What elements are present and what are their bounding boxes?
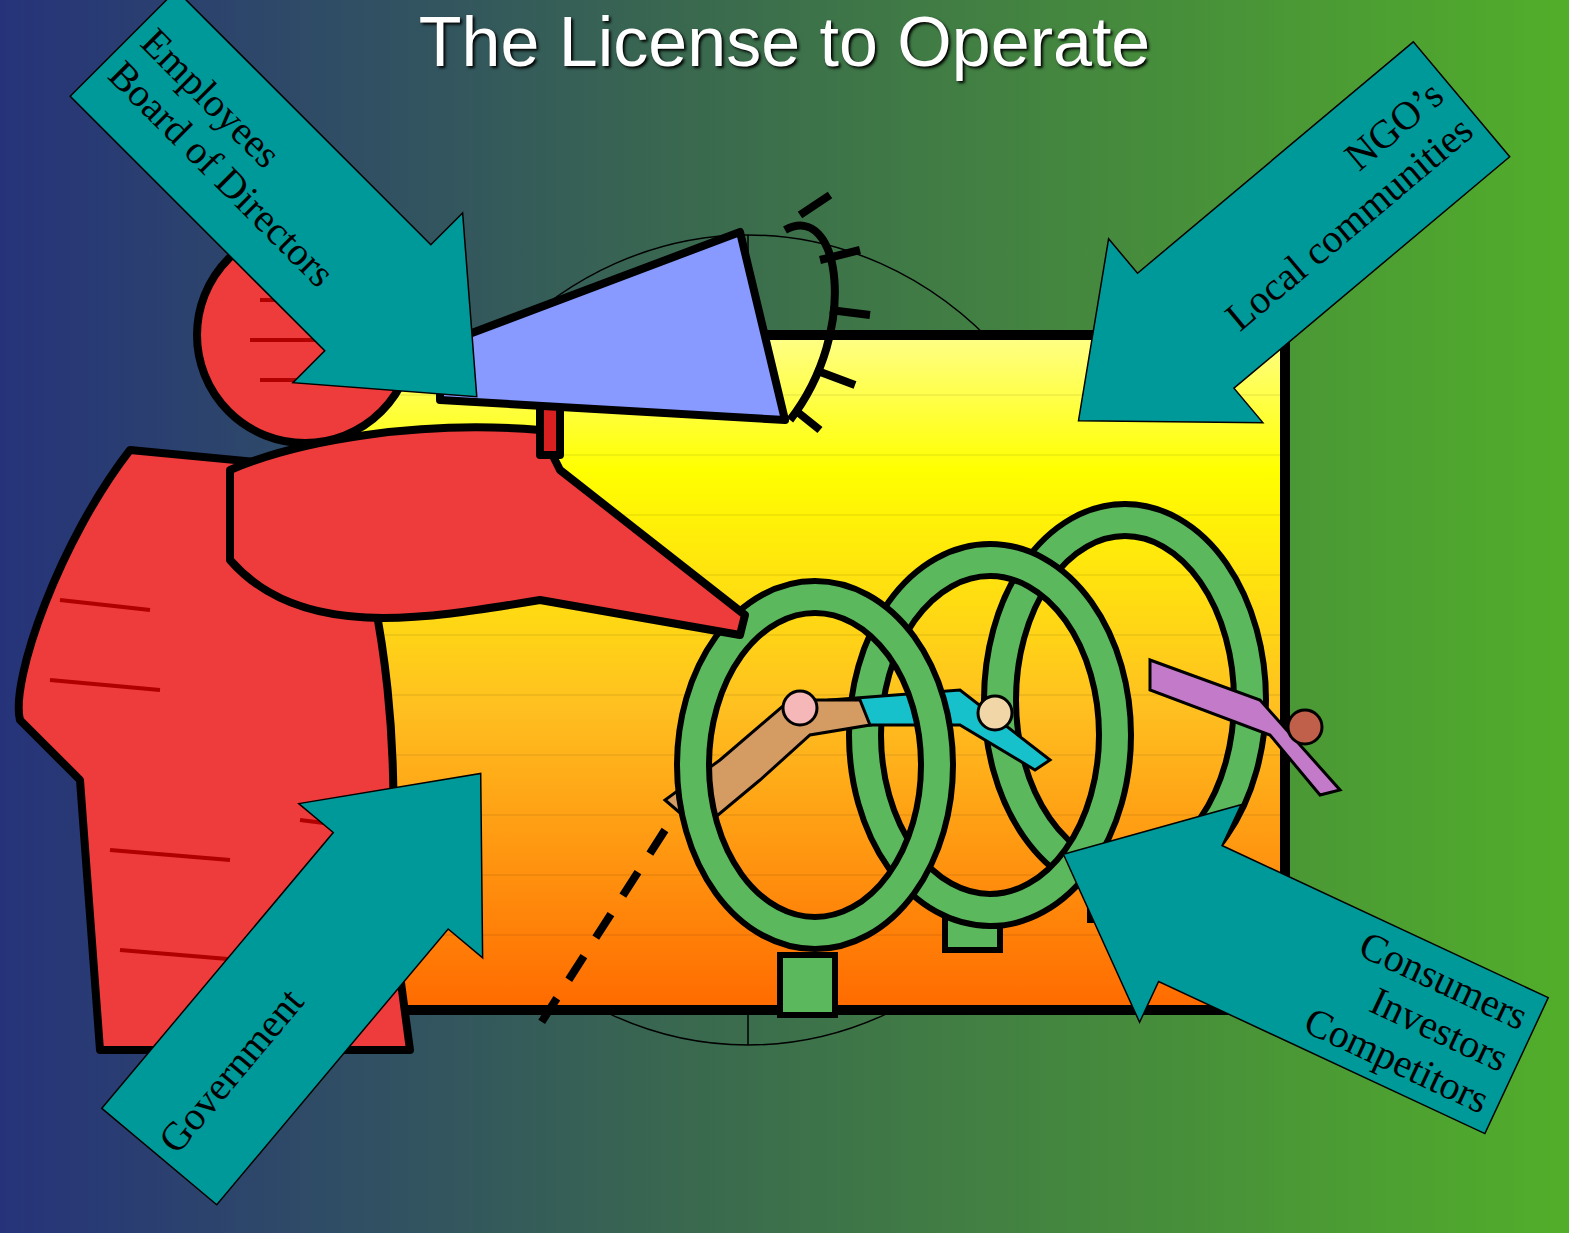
stakeholder-arrow: ConsumersInvestorsCompetitors xyxy=(1013,746,1568,1175)
stakeholder-label: Government xyxy=(149,979,313,1162)
arrow-label-box: EmployeesBoard of Directors xyxy=(70,0,431,351)
arrow-shape xyxy=(67,696,572,1233)
slide-title: The License to Operate xyxy=(0,2,1569,82)
arrow-label-box: Government xyxy=(102,833,448,1205)
arrow-shape xyxy=(1013,746,1568,1175)
front-hoop xyxy=(693,597,937,933)
arrow-outline xyxy=(1013,746,1568,1175)
arrow-outline xyxy=(1001,7,1538,512)
arrow-label-box: ConsumersInvestorsCompetitors xyxy=(1159,846,1549,1134)
stakeholder-arrow: NGO’sLocal communities xyxy=(1001,7,1538,512)
stakeholder-arrow: Government xyxy=(67,696,572,1233)
jumping-people xyxy=(665,660,1340,830)
dashed-jump-line xyxy=(530,830,665,1040)
arrow-outline xyxy=(67,696,572,1233)
arrow-label-box: NGO’sLocal communities xyxy=(1138,42,1510,388)
